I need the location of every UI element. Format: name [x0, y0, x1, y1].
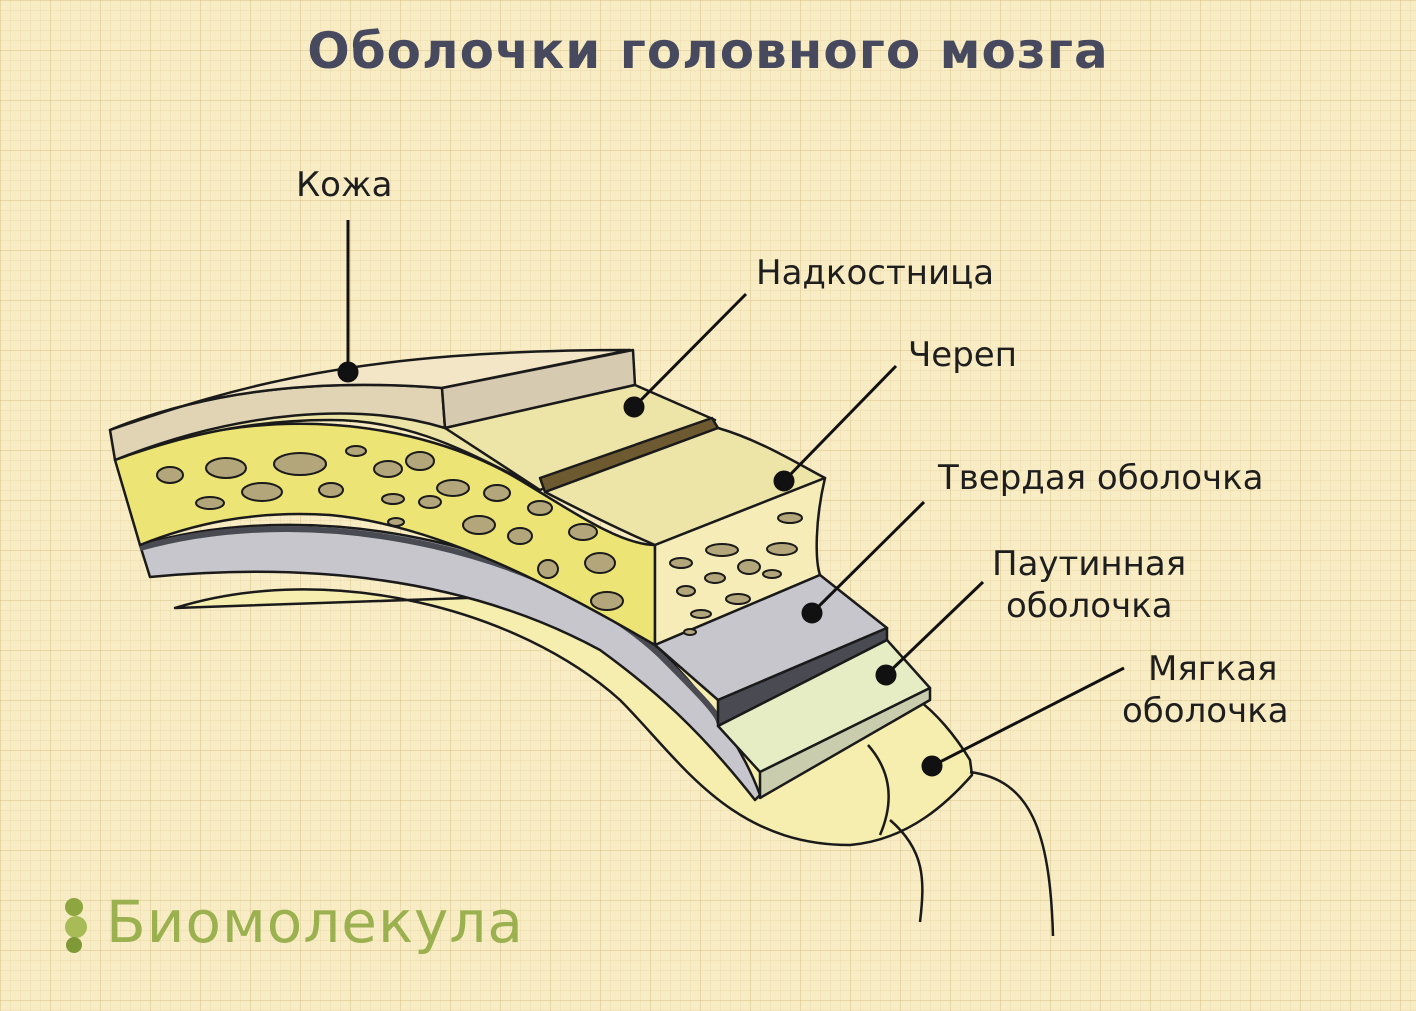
label-periosteum: Надкостница — [756, 253, 995, 293]
periosteum-block — [443, 383, 717, 492]
brain-gyrus-line — [969, 770, 1055, 937]
label-arachnoid-line1: Паутинная — [992, 544, 1187, 584]
label-pia-line1: Мягкая — [1148, 649, 1278, 689]
brain-gyrus-line — [889, 819, 924, 923]
label-pia-line2: оболочка — [1122, 691, 1289, 731]
arachnoid-block-edge — [758, 686, 932, 800]
label-skull: Череп — [908, 335, 1017, 375]
brand-name: Биомолекула — [106, 888, 524, 956]
bone-pores — [156, 445, 803, 636]
label-arachnoid-line2: оболочка — [1006, 586, 1173, 626]
page-title: Оболочки головного мозга — [307, 22, 1109, 80]
skin-top-surface — [108, 348, 632, 432]
label-skin: Кожа — [296, 165, 393, 205]
brain-gyrus-line — [867, 744, 890, 836]
label-dura-mater: Твердая оболочка — [938, 458, 1264, 498]
bead-chain-icon — [65, 898, 87, 953]
leader-lines — [337, 220, 1125, 777]
